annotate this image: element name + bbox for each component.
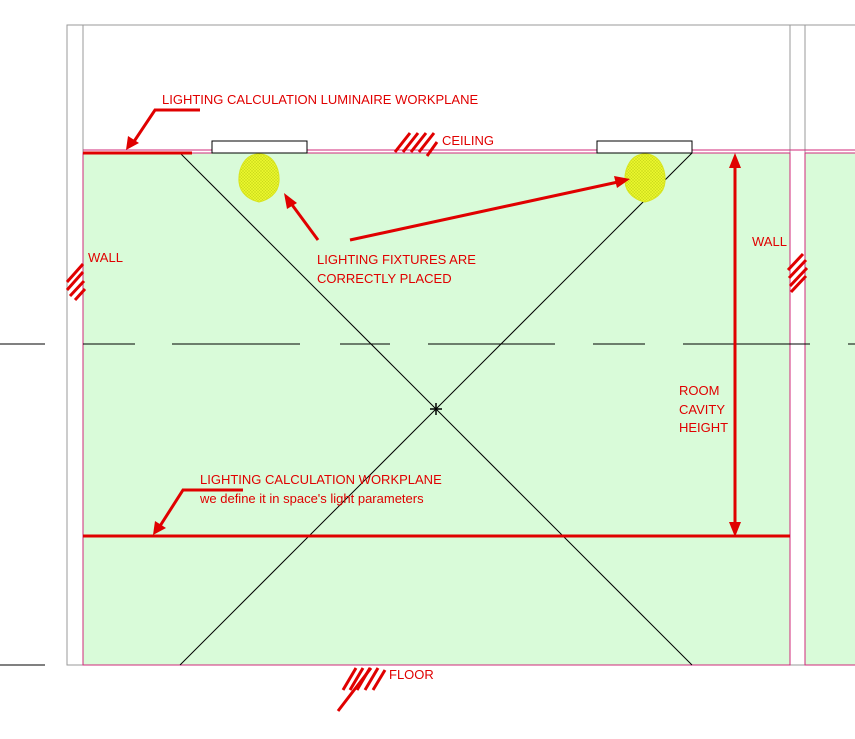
luminaire-workplane-label: LIGHTING CALCULATION LUMINAIRE WORKPLANE [162, 92, 478, 107]
arrowhead [729, 153, 741, 168]
workplane-label-line2: we define it in space's light parameters [199, 491, 424, 506]
wall-right-label: WALL [752, 234, 787, 249]
room-cavity-label-3: HEIGHT [679, 420, 728, 435]
fixture-arrow-right [349, 180, 619, 242]
arrowhead [284, 193, 297, 209]
arrowhead [729, 522, 741, 537]
hatch-ceiling-icon [393, 132, 439, 157]
adjacent-room-space [804, 152, 855, 666]
room-cavity-label-1: ROOM [679, 383, 719, 398]
wall-left-label: WALL [88, 250, 123, 265]
ceiling-label: CEILING [442, 133, 494, 148]
room-cavity-label-2: CAVITY [679, 402, 725, 417]
hatch-floor-icon [336, 667, 387, 712]
fixtures-label-line1: LIGHTING FIXTURES ARE [317, 252, 476, 267]
luminaire-workplane-leader [131, 108, 200, 144]
hatch-wall-left-icon [65, 263, 87, 302]
fixture-arrow-left [288, 201, 320, 241]
hatch-wall-right-icon [786, 252, 809, 294]
arrowhead [614, 176, 630, 188]
workplane-label-line1: LIGHTING CALCULATION WORKPLANE [200, 472, 442, 487]
arrowhead [126, 136, 139, 150]
light-fixture-icon [624, 153, 666, 203]
fixtures-label-line2: CORRECTLY PLACED [317, 271, 452, 286]
floor-label: FLOOR [389, 667, 434, 682]
light-fixture-icon [238, 153, 280, 203]
center-crosshair-icon [430, 403, 442, 415]
workplane-leader [158, 488, 243, 527]
luminaire-housing-left [211, 140, 308, 154]
luminaire-housing-right [596, 140, 693, 154]
arrowhead [153, 521, 166, 535]
